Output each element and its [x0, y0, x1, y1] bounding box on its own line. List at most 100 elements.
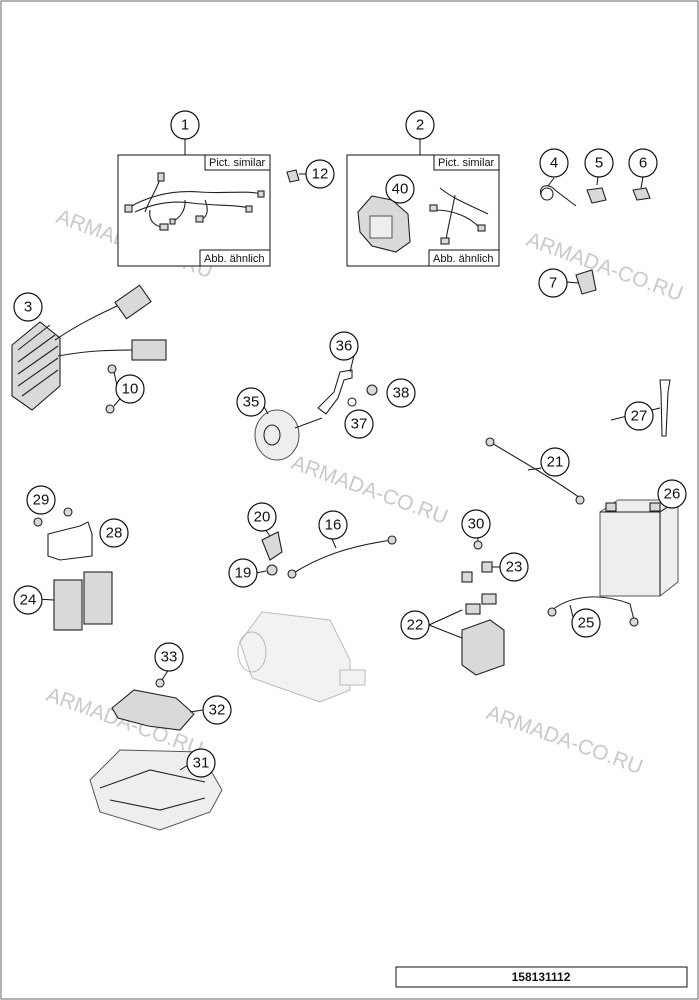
- callout-27[interactable]: 27: [624, 401, 654, 431]
- callout-25-label: 25: [578, 615, 595, 632]
- callout-1-label: 1: [181, 117, 189, 134]
- callout-29-label: 29: [33, 492, 50, 509]
- callout-24-label: 24: [20, 592, 37, 609]
- callout-21[interactable]: 21: [540, 447, 570, 477]
- watermark-5: ARMADA-CO.RU: [483, 701, 645, 779]
- part-27-fuse-puller: [659, 379, 671, 437]
- callout-12[interactable]: 12: [305, 159, 335, 189]
- small-parts-4-7: [539, 185, 651, 295]
- callout-19-label: 19: [235, 565, 252, 582]
- callout-3-label: 3: [24, 299, 32, 316]
- callout-7[interactable]: 7: [538, 268, 568, 298]
- part-23-fuse-b: [461, 571, 473, 583]
- callout-16-label: 16: [325, 517, 342, 534]
- part-33-screw: [155, 678, 165, 688]
- part-21-cable: [485, 437, 585, 505]
- callout-21-label: 21: [547, 454, 564, 471]
- callout-4[interactable]: 4: [539, 148, 569, 178]
- callout-26[interactable]: 26: [657, 479, 687, 509]
- part-36-bracket: [317, 369, 353, 415]
- callout-26-label: 26: [664, 486, 681, 503]
- part-25-cable: [547, 596, 639, 627]
- callout-7-label: 7: [549, 275, 557, 292]
- part-23-fuse: [481, 561, 493, 573]
- part-32-bracket: [111, 689, 195, 731]
- watermark-3: ARMADA-CO.RU: [288, 451, 450, 529]
- callout-29[interactable]: 29: [26, 485, 56, 515]
- callout-10-label: 10: [122, 381, 139, 398]
- part-35-horn: [254, 409, 323, 461]
- callout-12-label: 12: [312, 166, 329, 183]
- callout-2[interactable]: 2: [405, 110, 435, 140]
- part-30-screw: [473, 540, 483, 550]
- callout-37-label: 37: [351, 416, 368, 433]
- part-28-bracket: [47, 521, 93, 561]
- ref-number-box: [395, 966, 688, 988]
- part-20-boot: [261, 531, 283, 561]
- starter-motor: [237, 611, 366, 703]
- part-22-starter-relay: [461, 593, 505, 676]
- callout-38-label: 38: [393, 385, 410, 402]
- callout-40-label: 40: [392, 181, 409, 198]
- part-37-washer: [347, 397, 357, 407]
- callout-36-label: 36: [336, 338, 353, 355]
- part-10-screw-a: [107, 364, 117, 374]
- callout-6[interactable]: 6: [628, 148, 658, 178]
- callout-24[interactable]: 24: [13, 585, 43, 615]
- callout-19[interactable]: 19: [228, 558, 258, 588]
- box-1-wiring-harness: Pict. similar Abb. ähnlich: [117, 139, 271, 267]
- callout-27-label: 27: [631, 408, 648, 425]
- callout-32-label: 32: [209, 702, 226, 719]
- callout-33[interactable]: 33: [154, 642, 184, 672]
- part-16-cable: [287, 535, 397, 579]
- callout-1[interactable]: 1: [170, 110, 200, 140]
- callout-31-label: 31: [193, 755, 210, 772]
- callout-5-label: 5: [595, 155, 603, 172]
- callout-30-label: 30: [468, 516, 485, 533]
- part-38-nut: [366, 384, 378, 396]
- callout-35[interactable]: 35: [236, 387, 266, 417]
- callout-35-label: 35: [243, 394, 260, 411]
- callout-6-label: 6: [639, 155, 647, 172]
- callout-37[interactable]: 37: [344, 409, 374, 439]
- box-1-label-bottom: Abb. ähnlich: [204, 253, 265, 265]
- callout-5[interactable]: 5: [584, 148, 614, 178]
- callout-3[interactable]: 3: [13, 292, 43, 322]
- part-29-screw-b: [63, 507, 73, 517]
- callout-36[interactable]: 36: [329, 331, 359, 361]
- callout-31[interactable]: 31: [186, 748, 216, 778]
- ref-number: 158131112: [512, 970, 571, 984]
- callout-33-label: 33: [161, 649, 178, 666]
- part-29-screw-a: [33, 517, 43, 527]
- callout-28[interactable]: 28: [99, 518, 129, 548]
- callout-23-label: 23: [506, 559, 523, 576]
- callout-22-label: 22: [407, 617, 424, 634]
- part-26-battery: [599, 499, 679, 597]
- callout-40[interactable]: 40: [385, 174, 415, 204]
- part-24-relays: [53, 571, 113, 631]
- part-19-nut: [266, 564, 278, 576]
- callout-30[interactable]: 30: [461, 509, 491, 539]
- callout-23[interactable]: 23: [499, 552, 529, 582]
- callout-10[interactable]: 10: [115, 374, 145, 404]
- box-2-sub-harness: Pict. similar Abb. ähnlich: [346, 139, 500, 267]
- callout-20-label: 20: [254, 509, 271, 526]
- box-2-label-bottom: Abb. ähnlich: [433, 253, 494, 265]
- callout-32[interactable]: 32: [202, 695, 232, 725]
- part-10-screw-b: [105, 404, 115, 414]
- callout-25[interactable]: 25: [571, 608, 601, 638]
- part-3-voltage-regulator: [11, 284, 167, 411]
- box-1-label-top: Pict. similar: [209, 157, 266, 169]
- callout-38[interactable]: 38: [386, 378, 416, 408]
- callout-20[interactable]: 20: [247, 502, 277, 532]
- callout-16[interactable]: 16: [318, 510, 348, 540]
- callout-28-label: 28: [106, 525, 123, 542]
- callout-22[interactable]: 22: [400, 610, 430, 640]
- callout-2-label: 2: [416, 117, 424, 134]
- part-12-glyph: [286, 169, 300, 183]
- callout-4-label: 4: [550, 155, 558, 172]
- box-2-label-top: Pict. similar: [438, 157, 495, 169]
